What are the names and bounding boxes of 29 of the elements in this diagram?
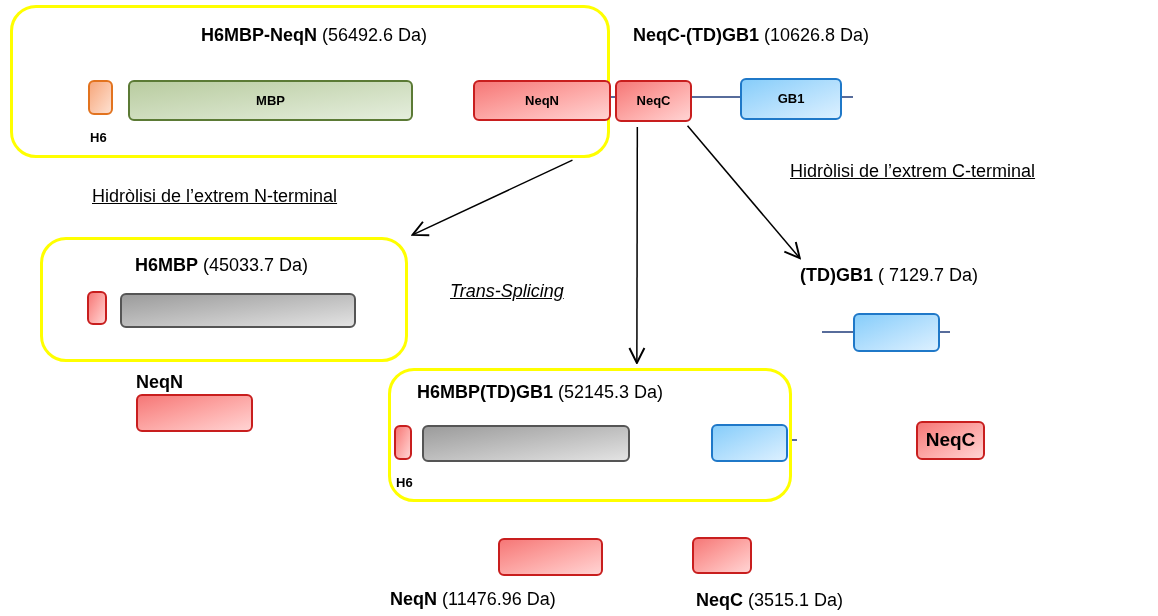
protein-group-box xyxy=(10,5,610,158)
domain-box: MBP xyxy=(128,80,413,121)
annotation-text: Hidròlisi de l’extrem C-terminal xyxy=(790,160,1036,183)
domain-box xyxy=(422,425,630,462)
protein-name: H6MBP(TD)GB1 (52145.3 Da) xyxy=(417,381,664,404)
domain-caption: NeqC (3515.1 Da) xyxy=(696,589,844,612)
annotation-text: NeqC-(TD)GB1 (10626.8 Da) xyxy=(633,24,870,47)
protein-name: (TD)GB1 ( 7129.7 Da) xyxy=(800,264,980,287)
arrow xyxy=(628,126,646,364)
protein-name: H6MBP (45033.7 Da) xyxy=(135,254,309,277)
domain-caption: H6 xyxy=(396,474,413,492)
arrow xyxy=(686,125,801,260)
domain-caption: H6 xyxy=(90,129,107,147)
domain-box xyxy=(853,313,940,352)
domain-box: NeqC xyxy=(916,421,985,460)
domain-box xyxy=(711,424,788,462)
arrow xyxy=(411,159,574,237)
annotation-text: Trans-Splicing xyxy=(450,280,564,303)
domain-box xyxy=(87,291,107,325)
domain-box: GB1 xyxy=(740,78,842,120)
domain-box xyxy=(120,293,356,328)
protein-group-box xyxy=(40,237,408,362)
domain-box: NeqN xyxy=(473,80,611,121)
annotation-text: Hidròlisi de l’extrem N-terminal xyxy=(92,185,338,208)
domain-box: NeqC xyxy=(615,80,692,122)
domain-caption: NeqN (11476.96 Da) xyxy=(390,588,556,611)
protein-name: NeqN xyxy=(136,371,184,394)
protein-group-box xyxy=(388,368,792,502)
protein-name: H6MBP-NeqN (56492.6 Da) xyxy=(201,24,428,47)
